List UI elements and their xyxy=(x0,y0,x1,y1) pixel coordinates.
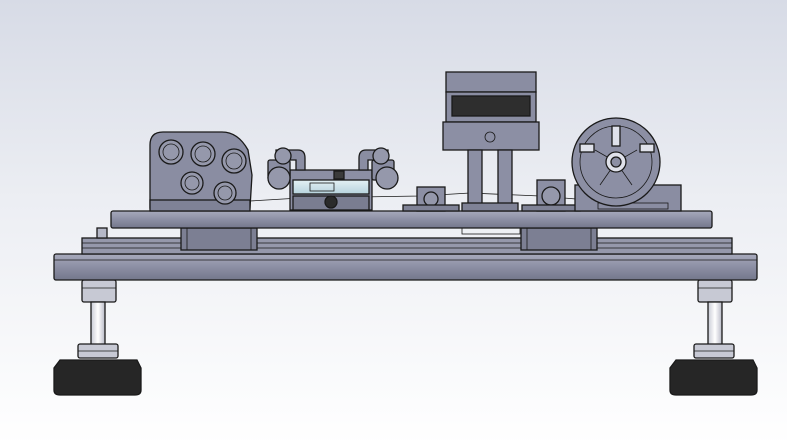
base-plate xyxy=(53,253,758,281)
guide-block-right xyxy=(521,179,581,212)
leveling-foot-right xyxy=(669,279,758,396)
slider-block-right xyxy=(520,227,598,251)
pneumatic-clamp xyxy=(267,147,399,211)
cable-reel xyxy=(571,117,682,212)
motor-housing xyxy=(442,71,540,212)
guide-block-left xyxy=(402,186,460,212)
leveling-foot-left xyxy=(53,279,142,396)
linear-rail xyxy=(81,227,733,255)
roller-assembly xyxy=(149,131,253,212)
slider-block-left xyxy=(180,227,258,251)
